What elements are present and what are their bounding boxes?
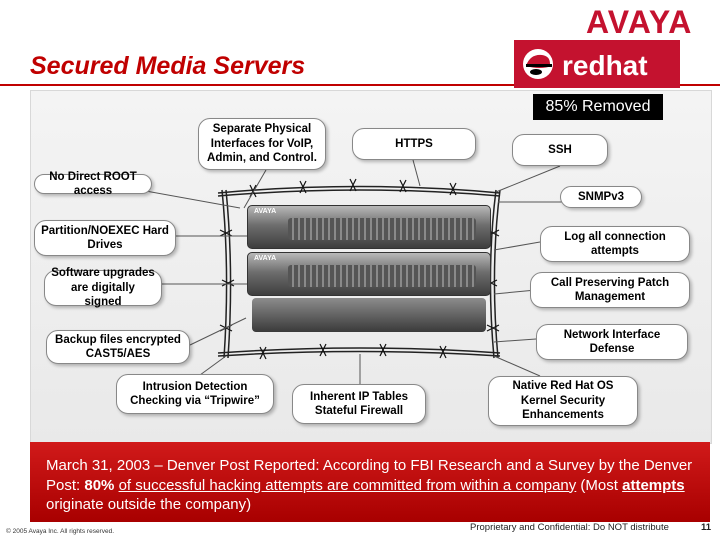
callout-iptables: Inherent IP Tables Stateful Firewall (292, 384, 426, 424)
callout-separate-interfaces: Separate Physical Interfaces for VoIP, A… (198, 118, 326, 170)
callout-no-root: No Direct ROOT access (34, 171, 152, 197)
page-number: 11 (701, 522, 712, 533)
quote-underlined: of successful hacking attempts are commi… (118, 476, 577, 494)
callout-partition: Partition/NOEXEC Hard Drives (34, 220, 176, 256)
callout-ssh: SSH (512, 134, 608, 166)
callout-https: HTTPS (352, 128, 476, 160)
quote-part3: (Most (576, 476, 623, 494)
slide-title: Secured Media Servers (30, 52, 306, 80)
media-server-bottom: AVAYA (247, 252, 491, 296)
server-drive-bays (288, 218, 476, 240)
server-base (252, 298, 486, 332)
callout-call-preserving: Call Preserving Patch Management (530, 272, 690, 308)
confidential-notice: Proprietary and Confidential: Do NOT dis… (470, 522, 669, 533)
callout-backup: Backup files encrypted CAST5/AES (46, 330, 190, 364)
copyright: © 2005 Avaya Inc. All rights reserved. (6, 528, 115, 535)
callout-snmpv3: SNMPv3 (560, 186, 642, 208)
quote-part4: originate outside the company) (46, 496, 252, 513)
callout-log-all: Log all connection attempts (540, 226, 690, 262)
quote-attempts: attempts (622, 476, 685, 494)
quote-part1: March 31, 2003 – Denver Post Reported: A… (46, 457, 693, 494)
callout-intrusion: Intrusion Detection Checking via “Tripwi… (116, 374, 274, 414)
removed-badge: 85% Removed (533, 94, 663, 120)
redhat-shadowman-icon (523, 49, 553, 79)
quote-percent: 80% (84, 476, 115, 494)
avaya-logo: AVAYA (586, 4, 693, 40)
server-drive-bays (288, 265, 476, 287)
media-server-top: AVAYA (247, 205, 491, 249)
title-divider (0, 84, 720, 86)
server-logo: AVAYA (254, 208, 277, 215)
redhat-wordmark: redhat (562, 50, 648, 81)
fbi-quote: March 31, 2003 – Denver Post Reported: A… (46, 456, 696, 515)
callout-upgrades: Software upgrades are digitally signed (44, 267, 162, 308)
callout-native-os: Native Red Hat OS Kernel Security Enhanc… (488, 376, 638, 426)
quote-band (30, 442, 710, 522)
server-logo: AVAYA (254, 255, 277, 262)
callout-network-defense: Network Interface Defense (536, 324, 688, 360)
